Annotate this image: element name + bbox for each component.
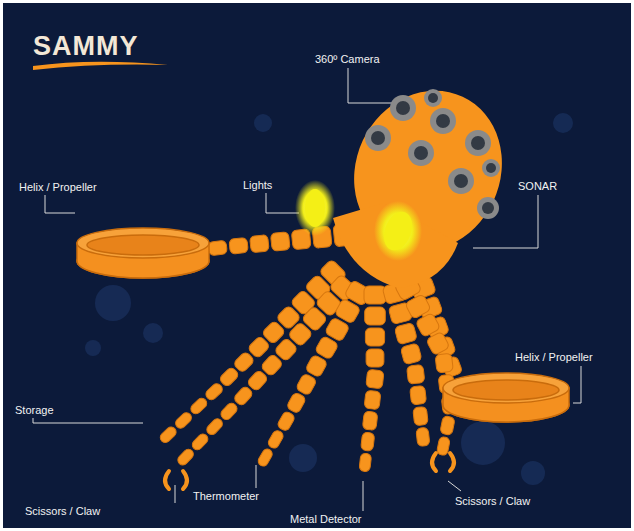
tentacle-segment <box>176 447 196 467</box>
tentacle-segment <box>362 411 378 430</box>
tentacle-segment <box>218 366 239 387</box>
tentacle-segment <box>247 336 270 359</box>
tentacle-segment <box>364 390 381 410</box>
tentacle-segment <box>366 349 384 367</box>
tentacle-segment <box>416 427 430 446</box>
octopus-illustration <box>3 3 631 528</box>
tentacle-segment <box>361 432 375 451</box>
tentacle-segment <box>256 447 274 468</box>
part-label: Storage <box>15 404 54 417</box>
part-label: SONAR <box>518 180 557 193</box>
tentacle-segment <box>365 328 384 346</box>
background-panel: SAMMY 360º CameraLights SONAR Helix / Prope… <box>3 3 631 528</box>
tentacle-segment <box>276 410 296 432</box>
tentacle-segment <box>394 322 417 344</box>
part-label: Scissors / Claw <box>455 495 530 508</box>
tentacle-segment <box>208 240 227 255</box>
tentacle-segment <box>267 429 285 450</box>
diagram-title: SAMMY <box>33 31 139 61</box>
part-label: Metal Detector <box>290 513 362 526</box>
tentacle-segment <box>229 237 248 254</box>
tentacle-segment <box>219 401 239 422</box>
tentacle-segment <box>286 392 307 414</box>
tentacle-segment <box>440 415 455 435</box>
tentacle-segment <box>366 369 384 389</box>
tentacle-segment <box>205 417 225 437</box>
tentacle-segment <box>250 235 270 253</box>
tentacle-segment <box>400 343 422 365</box>
part-label: Helix / Propeller <box>19 181 97 194</box>
tentacle-segment <box>426 331 450 355</box>
tentacle-segment <box>233 351 255 373</box>
tentacle-segment <box>413 406 429 425</box>
tentacle-segment <box>305 354 328 378</box>
tentacle-segment <box>174 411 194 431</box>
tentacle-segment <box>364 286 386 304</box>
tentacle-segment <box>158 425 178 445</box>
part-label: 360º Camera <box>315 53 380 66</box>
part-label: Scissors / Claw <box>25 505 100 518</box>
tentacle-segment <box>435 353 453 373</box>
tentacle-segment <box>410 385 427 405</box>
part-label: Helix / Propeller <box>515 351 593 364</box>
tentacle-segment <box>365 307 386 325</box>
tentacle-segment <box>246 369 268 391</box>
tentacle-segment <box>270 232 290 252</box>
tentacle-segment <box>295 373 317 396</box>
tentacle-segment <box>204 382 225 402</box>
tentacle-segment <box>189 396 209 416</box>
tentacle-segment <box>407 364 425 384</box>
part-label: Thermometer <box>193 490 259 503</box>
tentacle-segment <box>233 385 254 407</box>
part-label: Lights <box>243 179 272 192</box>
tentacle-segment <box>359 453 372 472</box>
tentacle-segment <box>190 432 210 452</box>
